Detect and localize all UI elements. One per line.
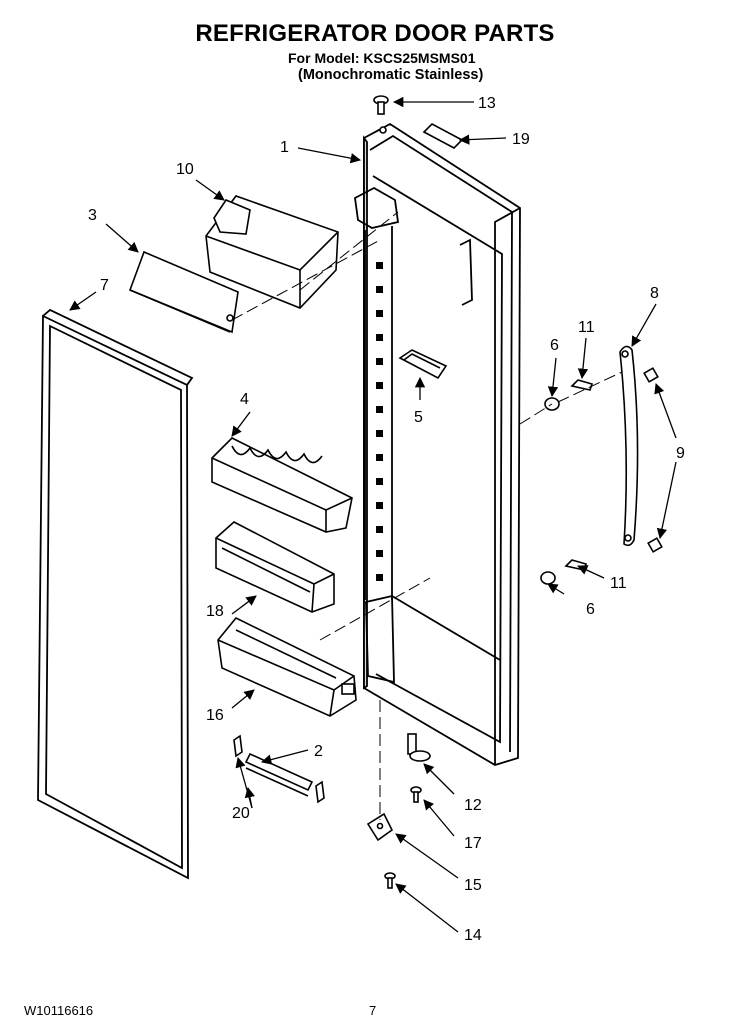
callout-15: 15 bbox=[464, 877, 482, 894]
top-plug bbox=[373, 95, 389, 134]
leader-arrows bbox=[69, 96, 677, 933]
callout-9: 9 bbox=[676, 445, 685, 462]
page-number: 7 bbox=[369, 1003, 377, 1018]
hinge-pin bbox=[407, 733, 431, 762]
hinge-screw-17 bbox=[410, 786, 422, 803]
callout-1: 1 bbox=[280, 139, 289, 156]
dairy-cover bbox=[128, 250, 239, 334]
callout-10: 10 bbox=[176, 161, 194, 178]
callout-6-bottom: 6 bbox=[586, 601, 595, 618]
door-assembly bbox=[354, 122, 521, 766]
callout-8: 8 bbox=[650, 285, 659, 302]
callout-13: 13 bbox=[478, 95, 496, 112]
callout-3: 3 bbox=[88, 207, 97, 224]
alignment-lines bbox=[231, 211, 623, 820]
callout-2: 2 bbox=[314, 743, 323, 760]
callout-14: 14 bbox=[464, 927, 482, 944]
callout-16: 16 bbox=[206, 707, 224, 724]
door-bin-18 bbox=[215, 521, 335, 613]
callout-11-top: 11 bbox=[578, 319, 595, 336]
page-title: REFRIGERATOR DOOR PARTS bbox=[195, 20, 555, 47]
finish-description: (Monochromatic Stainless) bbox=[298, 67, 484, 83]
callout-17: 17 bbox=[464, 835, 482, 852]
egg-tray bbox=[211, 437, 353, 533]
lower-hinge bbox=[366, 812, 394, 842]
callout-4: 4 bbox=[240, 391, 249, 408]
handle-spacer bbox=[540, 397, 560, 585]
handle bbox=[619, 345, 639, 547]
callout-12: 12 bbox=[464, 797, 482, 814]
callout-18: 18 bbox=[206, 603, 224, 620]
callout-5: 5 bbox=[414, 409, 423, 426]
handle-screw bbox=[564, 379, 594, 571]
document-number: W10116616 bbox=[24, 1003, 94, 1018]
callout-19: 19 bbox=[512, 131, 530, 148]
hinge-screw-14 bbox=[384, 872, 396, 889]
callout-6-top: 6 bbox=[550, 337, 559, 354]
clip-20 bbox=[233, 734, 325, 804]
door-bin-16 bbox=[217, 617, 357, 717]
cap-5 bbox=[398, 349, 448, 380]
nameplate bbox=[422, 123, 464, 149]
set-screw bbox=[643, 367, 663, 553]
callout-7: 7 bbox=[100, 277, 109, 294]
door-gasket bbox=[37, 308, 194, 880]
trim-2 bbox=[244, 752, 314, 797]
dairy-bin bbox=[205, 195, 339, 309]
callout-20: 20 bbox=[232, 805, 250, 822]
callout-11-bottom: 11 bbox=[610, 575, 627, 592]
model-number: For Model: KSCS25MSMS01 bbox=[288, 50, 476, 66]
shelf-rail-notches bbox=[376, 262, 383, 581]
